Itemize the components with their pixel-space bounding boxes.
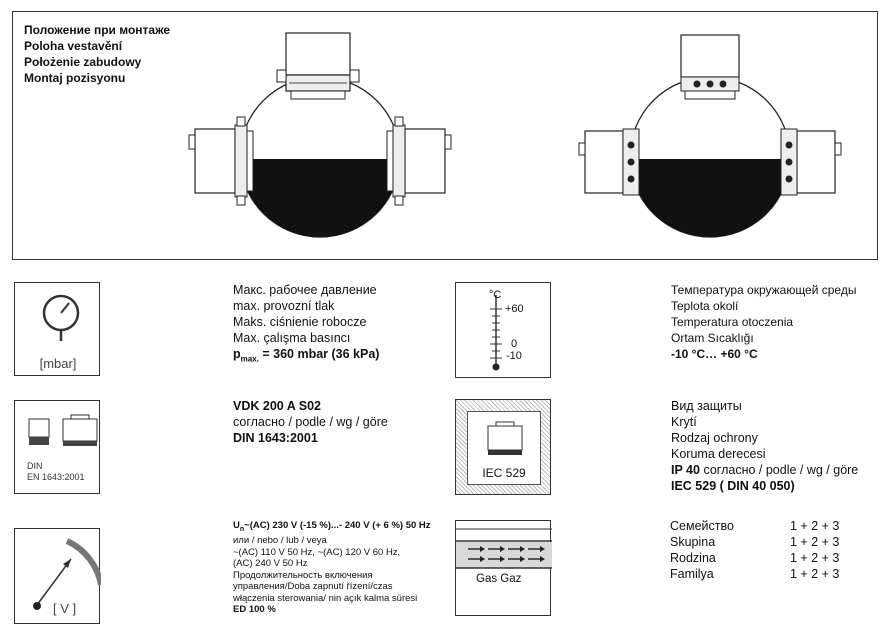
protection-icon-box: IEC 529 xyxy=(455,399,551,495)
protection-line-cz: Krytí xyxy=(671,415,697,429)
mounting-position-panel xyxy=(12,11,878,260)
un-line: ~(AC) 230 V (-15 %)...- 240 V (+ 6 %) 50… xyxy=(244,520,431,531)
standard-icon-din: DIN xyxy=(27,461,43,471)
pressure-gauge-icon xyxy=(42,294,80,341)
thermometer-unit: °C xyxy=(489,289,502,301)
gas-family-value: 1 + 2 + 3 xyxy=(790,519,840,533)
gas-family-label: Skupina xyxy=(670,535,716,549)
valve-drawings-icon xyxy=(28,414,98,446)
pressure-line-pl: Maks. ciśnienie robocze xyxy=(233,315,367,329)
thermometer-icon xyxy=(490,295,502,371)
voltage-text: Un~(AC) 230 V (-15 %)...- 240 V (+ 6 %) … xyxy=(233,520,431,616)
mounting-position-titles: Положение при монтаже Poloha vestavění P… xyxy=(24,22,170,86)
voltmeter-icon xyxy=(33,538,101,610)
protection-line-ru: Вид защиты xyxy=(671,399,742,413)
protection-iec: IEC 529 ( DIN 40 050) xyxy=(671,479,795,493)
gas-icon-box: Gas Gaz xyxy=(455,520,552,616)
pressure-gauge-icon-box: [mbar] xyxy=(14,282,100,376)
gas-family-value: 1 + 2 + 3 xyxy=(790,551,840,565)
standard-icon-box: DIN EN 1643:2001 xyxy=(14,400,100,494)
mounting-diagram-side-view xyxy=(188,32,452,238)
un-symbol: U xyxy=(233,520,240,531)
temperature-range: -10 °C… +60 °C xyxy=(671,347,758,361)
gas-family-value: 1 + 2 + 3 xyxy=(790,567,840,581)
pressure-line-cz: max. provozní tlak xyxy=(233,299,335,313)
standard-norm: DIN 1643:2001 xyxy=(233,431,318,445)
voltage-line-5: управления/Doba zapnutí řízení/czas xyxy=(233,581,393,593)
temperature-text: Температура окружающей среды Teplota oko… xyxy=(671,282,856,362)
pmax-value: = 360 mbar (36 kPa) xyxy=(258,347,380,361)
mounting-diagram-front-view xyxy=(578,34,842,238)
protection-icon-label: IEC 529 xyxy=(482,466,526,480)
thermometer-tick-60: +60 xyxy=(505,303,524,315)
protection-line-tr: Koruma derecesi xyxy=(671,447,766,461)
protection-ip-rest: согласно / podle / wg / göre xyxy=(699,463,859,477)
pmax-symbol: p xyxy=(233,347,241,361)
voltage-nominal: Un~(AC) 230 V (-15 %)...- 240 V (+ 6 %) … xyxy=(233,520,431,535)
temperature-line-pl: Temperatura otoczenia xyxy=(671,315,794,329)
mounting-title-pl: Położenie zabudowy xyxy=(24,55,142,69)
gas-family-value: 1 + 2 + 3 xyxy=(790,535,840,549)
voltage-line-4: Продолжительность включения xyxy=(233,569,373,581)
voltage-duty: ED 100 % xyxy=(233,604,276,616)
voltage-line-2: ~(AC) 110 V 50 Hz, ~(AC) 120 V 60 Hz, xyxy=(233,546,401,558)
pmax-subscript: max. xyxy=(240,354,259,364)
protection-inner: IEC 529 xyxy=(467,411,541,485)
temperature-line-tr: Ortam Sıcaklığı xyxy=(671,331,754,345)
standard-according: согласно / podle / wg / göre xyxy=(233,415,388,429)
gas-family-label: Семейство xyxy=(670,519,734,533)
pressure-text: Макс. рабочее давление max. provozní tla… xyxy=(233,282,379,368)
gas-icon-label: Gas Gaz xyxy=(476,573,522,585)
temperature-line-ru: Температура окружающей среды xyxy=(671,283,857,297)
standard-text: VDK 200 A S02 согласно / podle / wg / gö… xyxy=(233,398,388,446)
voltage-line-1: или / nebo / lub / veya xyxy=(233,535,327,547)
gas-flow-icon xyxy=(456,528,552,569)
gas-family-row: Rodzina 1 + 2 + 3 xyxy=(670,550,839,566)
standard-icon-en: EN 1643:2001 xyxy=(27,472,85,482)
voltage-unit-label: [ V ] xyxy=(53,601,77,616)
protection-ip: IP 40 согласно / podle / wg / göre xyxy=(671,462,858,478)
pressure-line-tr: Max. çalışma basıncı xyxy=(233,331,351,345)
gas-family-row: Семейство 1 + 2 + 3 xyxy=(670,518,839,534)
pressure-line-ru: Макс. рабочее давление xyxy=(233,283,377,297)
thermometer-tick-0: 0 xyxy=(511,338,518,350)
standard-model: VDK 200 A S02 xyxy=(233,399,322,413)
temperature-line-cz: Teplota okolí xyxy=(671,299,739,313)
pressure-max-value: pmax. = 360 mbar (36 kPa) xyxy=(233,346,379,368)
gas-family-label: Familya xyxy=(670,567,714,581)
voltage-line-3: (AC) 240 V 50 Hz xyxy=(233,558,308,570)
gas-family-label: Rodzina xyxy=(670,551,716,565)
un-subscript: n xyxy=(239,525,245,533)
thermometer-tick-minus10: -10 xyxy=(506,350,522,362)
thermometer-icon-box: °C +60 0 -10 xyxy=(455,282,551,378)
mounting-title-cz: Poloha vestavění xyxy=(24,39,123,53)
voltage-icon-box: [ V ] xyxy=(14,528,101,624)
gas-family-row: Skupina 1 + 2 + 3 xyxy=(670,534,839,550)
protection-text: Вид защиты Krytí Rodzaj ochrony Koruma d… xyxy=(671,398,858,494)
mounting-title-tr: Montaj pozisyonu xyxy=(24,71,126,85)
protection-valve-icon xyxy=(487,421,523,455)
protection-line-pl: Rodzaj ochrony xyxy=(671,431,758,445)
gas-family-row: Familya 1 + 2 + 3 xyxy=(670,566,839,582)
voltage-line-6: włączenia sterowania/ nin açık kalma sür… xyxy=(233,592,418,604)
pressure-unit-label: [mbar] xyxy=(39,356,77,371)
mounting-title-ru: Положение при монтаже xyxy=(24,23,171,37)
protection-ip-value: IP 40 xyxy=(671,463,700,477)
